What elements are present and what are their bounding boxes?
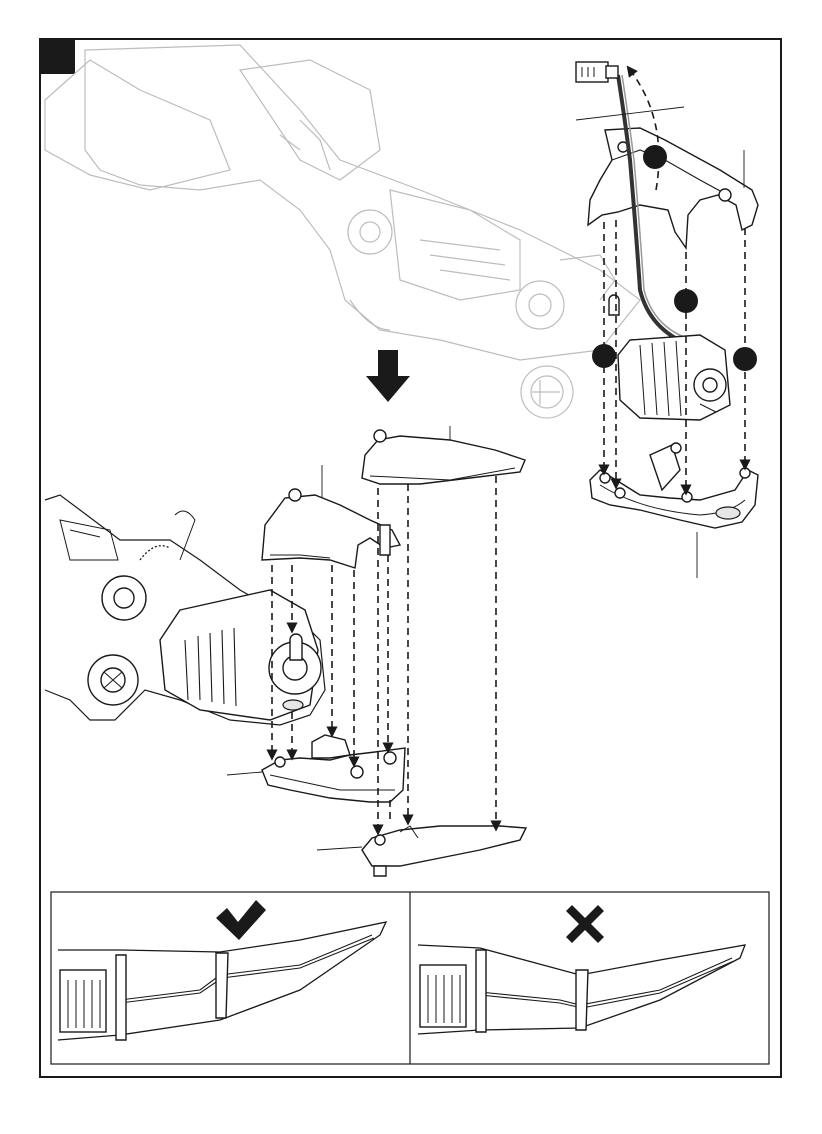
upper-switch-housing [588,128,758,248]
callout-circle-2 [674,289,698,313]
callout-circle-4 [733,347,757,371]
motor-unit [609,295,730,420]
step-number-square [41,40,75,74]
nose-cover-lower [362,826,526,876]
upper-front-cover [262,489,400,568]
down-arrow-icon [366,350,410,402]
nose-cover-upper [362,430,525,484]
callout-circle-3 [592,344,616,368]
lower-front-cover [262,735,405,802]
lower-switch-housing [590,443,758,528]
ghosted-tool-body [45,45,640,418]
callout-circle-1 [643,145,667,169]
